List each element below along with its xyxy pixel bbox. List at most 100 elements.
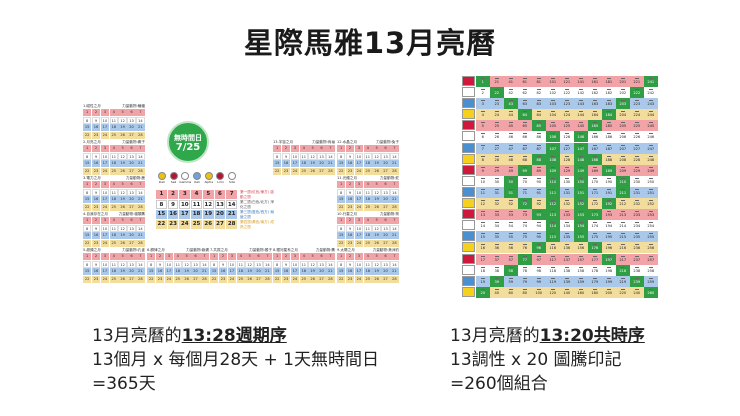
kin-cell: 154 bbox=[574, 220, 588, 232]
month-header: 5.超頻之月力量動物:孔雀 bbox=[83, 247, 145, 253]
day-cell: 23 bbox=[91, 275, 101, 283]
plasma-item: Gamma bbox=[179, 172, 191, 190]
day-cell: 20 bbox=[381, 268, 390, 275]
day-cell: 16 bbox=[91, 268, 101, 275]
kin-cell: 258 bbox=[644, 264, 658, 276]
kin-cell: 118 bbox=[546, 264, 560, 276]
kin-cell: 218 bbox=[616, 264, 630, 276]
day-cell: 25 bbox=[109, 131, 118, 139]
kin-cell: 240 bbox=[630, 286, 644, 298]
kin-cell: 140 bbox=[560, 286, 574, 298]
month-header: 12.水晶之月力量動物:兔子 bbox=[337, 139, 399, 145]
day-cell: 25 bbox=[173, 275, 182, 283]
day-cell: 3 bbox=[100, 181, 110, 188]
day-cell: 17 bbox=[354, 196, 364, 203]
day-cell: 20 bbox=[254, 268, 263, 275]
kin-cell: 66 bbox=[518, 131, 532, 143]
day-cell: 16 bbox=[91, 196, 101, 203]
day-cell: 1 bbox=[337, 145, 346, 152]
day-cell: 5 bbox=[372, 145, 381, 152]
day-cell: 1 bbox=[273, 145, 282, 152]
week-label: 第三週(藍色/西方) 蛻變之週 bbox=[240, 210, 274, 219]
day-cell: 18 bbox=[299, 160, 308, 167]
kin-cell: 40 bbox=[490, 286, 504, 298]
day-cell: 10 bbox=[179, 200, 191, 209]
day-cell: 13 bbox=[127, 260, 136, 268]
kin-cell: 21 bbox=[490, 76, 504, 87]
kin-cell: 104 bbox=[546, 109, 560, 121]
plasma-item: Silio bbox=[226, 172, 238, 190]
day-cell: 28 bbox=[136, 131, 145, 139]
day-cell: 8 bbox=[337, 224, 346, 232]
month-header: 6.韻律之月力量動物:蜥蜴 bbox=[147, 247, 209, 253]
kin-cell: 1 bbox=[476, 76, 490, 87]
kin-cell: 198 bbox=[602, 264, 616, 276]
day-cell: 9 bbox=[91, 188, 101, 196]
kin-cell: 10 bbox=[476, 175, 490, 187]
day-cell: 28 bbox=[200, 275, 209, 283]
day-cell: 28 bbox=[326, 275, 335, 283]
kin-cell: 97 bbox=[532, 253, 546, 265]
kin-cell: 242 bbox=[644, 87, 658, 99]
kin-cell: 108 bbox=[546, 153, 560, 165]
day-cell: 6 bbox=[127, 217, 136, 224]
day-cell: 22 bbox=[273, 167, 282, 175]
day-cell: 4 bbox=[363, 181, 372, 188]
day-cell: 25 bbox=[363, 275, 372, 283]
day-cell: 19 bbox=[372, 160, 381, 167]
day-cell: 18 bbox=[109, 232, 118, 239]
kin-cell: 91 bbox=[532, 186, 546, 198]
day-cell: 21 bbox=[136, 124, 145, 131]
plasma-icon bbox=[169, 172, 178, 180]
right-caption: 13月亮曆的13:20共時序 13調性 x 20 圖騰印記 =260個組合 bbox=[450, 324, 645, 396]
day-cell: 28 bbox=[390, 239, 399, 247]
day-cell: 1 bbox=[147, 253, 156, 260]
day-cell: 22 bbox=[83, 275, 92, 283]
kin-cell: 137 bbox=[560, 253, 574, 265]
day-cell: 24 bbox=[100, 275, 110, 283]
day-cell: 6 bbox=[127, 109, 136, 116]
month-animal: 力量動物:猴子 bbox=[249, 248, 272, 252]
day-cell: 15 bbox=[83, 268, 92, 275]
day-cell: 6 bbox=[381, 181, 390, 188]
week-label: 第二週(白色/北方) 淨化之週 bbox=[240, 200, 274, 209]
day-cell: 18 bbox=[363, 196, 372, 203]
kin-cell: 44 bbox=[504, 109, 518, 121]
kin-cell: 234 bbox=[630, 220, 644, 232]
month-animal: 力量動物:狗 bbox=[379, 212, 399, 216]
day-cell: 3 bbox=[179, 190, 191, 199]
day-cell: 18 bbox=[363, 232, 372, 239]
day-cell: 20 bbox=[127, 160, 136, 167]
day-cell: 12 bbox=[372, 224, 381, 232]
caption-line: =365天 bbox=[92, 374, 156, 394]
kin-cell: 100 bbox=[532, 286, 546, 298]
month-title: 7.共振之月 bbox=[210, 248, 228, 252]
day-cell: 17 bbox=[354, 232, 364, 239]
day-cell: 7 bbox=[136, 217, 145, 224]
kin-cell: 30 bbox=[490, 175, 504, 187]
day-cell: 21 bbox=[136, 232, 145, 239]
kin-cell: 79 bbox=[518, 275, 532, 287]
day-cell: 11 bbox=[109, 116, 118, 124]
day-cell: 26 bbox=[118, 131, 127, 139]
kin-cell: 141 bbox=[574, 76, 588, 87]
seal-icon bbox=[462, 76, 475, 86]
day-out-of-time-badge: 無時間日 7/25 bbox=[167, 121, 209, 163]
day-cell: 23 bbox=[91, 167, 101, 175]
kin-cell: 27 bbox=[490, 142, 504, 154]
day-cell: 27 bbox=[317, 275, 326, 283]
day-cell: 12 bbox=[245, 260, 254, 268]
kin-cell: 241 bbox=[644, 76, 658, 87]
seal-icon bbox=[462, 164, 475, 175]
